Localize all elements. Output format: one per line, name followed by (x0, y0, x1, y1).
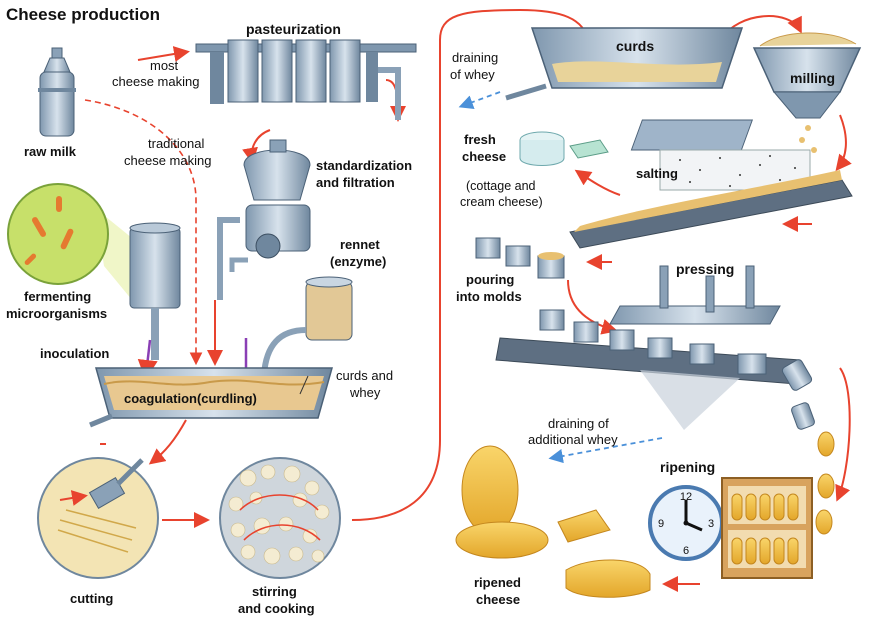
label-raw-milk: raw milk (24, 144, 77, 159)
rennet-container (244, 276, 353, 376)
label-rennet-line1: rennet (340, 237, 380, 252)
label-stirring-line2: and cooking (238, 601, 315, 616)
label-standardization-line2: and filtration (316, 175, 395, 190)
label-most-line1: most (150, 58, 179, 73)
ripening-clock: 12 3 6 9 (648, 485, 724, 561)
molds (475, 237, 565, 279)
label-draining-whey-line1: draining (452, 50, 498, 65)
label-additional-whey-line2: additional whey (528, 432, 618, 447)
label-milling: milling (790, 70, 835, 86)
salting-conveyor (569, 119, 853, 249)
starter-culture-tank (129, 222, 181, 380)
label-stirring-line1: stirring (252, 584, 297, 599)
label-pouring-line1: pouring (466, 272, 514, 287)
label-pasteurization: pasteurization (246, 21, 341, 37)
clock-number: 9 (658, 518, 664, 530)
centrifuge-separator (217, 139, 311, 300)
label-draining-whey-line2: of whey (450, 67, 495, 82)
pressing-conveyor (495, 265, 815, 430)
label-fresh-line1: fresh (464, 132, 496, 147)
whey-drain-arrows (458, 91, 663, 464)
raw-milk-can (38, 47, 76, 137)
milling-hopper (752, 32, 862, 163)
curds-trough (505, 27, 744, 101)
label-pouring-line2: into molds (456, 289, 522, 304)
clock-number: 3 (708, 518, 714, 530)
label-pressing: pressing (676, 261, 734, 277)
label-inoculation: inoculation (40, 346, 109, 361)
clock-number: 12 (680, 491, 692, 503)
label-ripened-line1: ripened (474, 575, 521, 590)
label-fresh-line4: cream cheese) (460, 195, 543, 209)
pasteurizer (195, 39, 417, 120)
ripened-cheese (455, 445, 651, 598)
label-rennet-line2: (enzyme) (330, 254, 386, 269)
ripening-shelf (721, 431, 835, 579)
label-curds-whey-line1: curds and (336, 368, 393, 383)
label-additional-whey-line1: draining of (548, 416, 609, 431)
label-salting: salting (636, 166, 678, 181)
clock-number: 6 (683, 545, 689, 557)
label-cutting: cutting (70, 591, 113, 606)
flow-arrows (100, 8, 852, 592)
dashed-traditional-path (84, 99, 203, 366)
label-ripened-line2: cheese (476, 592, 520, 607)
label-fermenting-line1: fermenting (24, 289, 91, 304)
diagram-title: Cheese production (6, 5, 160, 24)
coagulation-vat (89, 367, 333, 428)
stirring-illustration (219, 457, 341, 579)
label-fermenting-line2: microorganisms (6, 306, 107, 321)
cutting-illustration (37, 457, 159, 579)
label-fresh-line2: cheese (462, 149, 506, 164)
label-traditional-line2: cheese making (124, 153, 211, 168)
label-curds: curds (616, 38, 654, 54)
fresh-cheese-tubs (519, 131, 609, 166)
label-traditional-line1: traditional (148, 136, 204, 151)
label-curds-whey-line2: whey (349, 385, 381, 400)
label-most-line2: cheese making (112, 74, 199, 89)
label-fresh-line3: (cottage and (466, 179, 536, 193)
label-coagulation: coagulation(curdling) (124, 391, 257, 406)
microorganism-magnifier (7, 183, 132, 300)
label-standardization-line1: standardization (316, 158, 412, 173)
label-ripening: ripening (660, 459, 715, 475)
